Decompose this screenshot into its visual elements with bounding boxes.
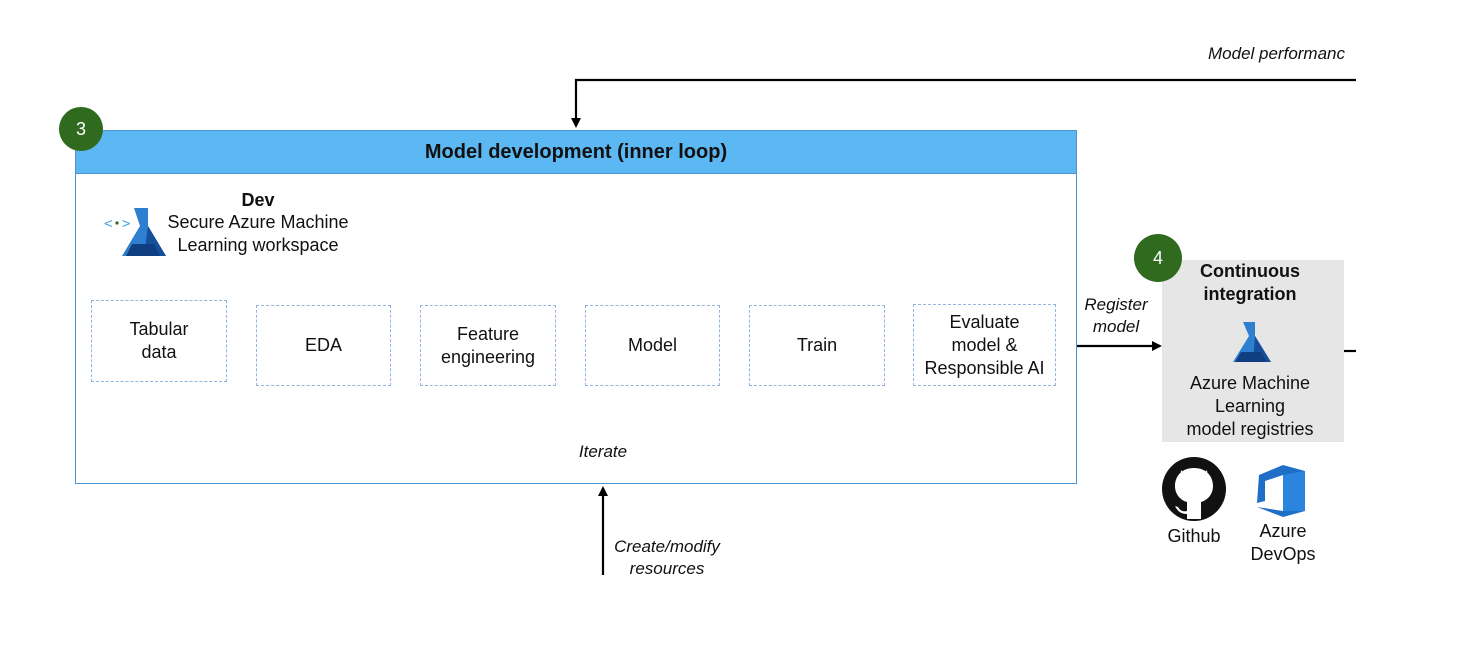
azure-devops-icon (1253, 461, 1311, 517)
azure-ml-workspace-icon: < > (104, 206, 168, 258)
bottom-crop-mask (580, 575, 760, 605)
step-evaluate-line1: Evaluate (949, 311, 1020, 332)
register-model-label: Register model (1076, 294, 1156, 338)
dev-title: Dev (241, 190, 275, 210)
step-tabular-data: Tabular data (91, 300, 227, 382)
model-development-panel: Model development (inner loop) (75, 130, 1077, 484)
github-icon (1161, 456, 1227, 522)
ci-registry-label: Azure Machine Learning model registries (1164, 372, 1336, 441)
register-label-line1: Register (1084, 295, 1148, 314)
azure-ml-registry-icon (1229, 322, 1273, 364)
devops-line2: DevOps (1250, 544, 1316, 564)
step-eda-label: EDA (304, 335, 342, 355)
azure-devops-label: Azure DevOps (1240, 520, 1326, 566)
registry-line3: model registries (1186, 419, 1314, 439)
github-label: Github (1167, 526, 1221, 546)
step-tabular-line2: data (141, 342, 177, 362)
model-performance-label: Model performanc (1208, 44, 1346, 63)
step-badge-4: 4 (1134, 234, 1182, 282)
devops-line1: Azure (1259, 521, 1307, 541)
step-train-label: Train (796, 335, 838, 355)
dev-environment-label: Dev Secure Azure Machine Learning worksp… (160, 189, 356, 257)
svg-text:<: < (104, 216, 112, 232)
registry-line2: Learning (1214, 396, 1286, 416)
step-train: Train (749, 305, 885, 386)
panel-title: Model development (inner loop) (76, 131, 1076, 174)
create-label-line1: Create/modify (614, 537, 720, 556)
registry-line1: Azure Machine (1189, 373, 1311, 393)
ci-title: Continuous integration (1172, 260, 1328, 306)
ci-title-line2: integration (1203, 284, 1297, 304)
dev-subtitle-line2: Learning workspace (177, 235, 339, 255)
step-evaluate-line2: model & (951, 334, 1018, 355)
step-model-label: Model (627, 335, 678, 355)
svg-text:>: > (122, 216, 130, 232)
step-eda: EDA (256, 305, 391, 386)
step-evaluate-line3: Responsible AI (924, 357, 1045, 378)
step-badge-3: 3 (59, 107, 103, 151)
create-modify-label: Create/modify resources (604, 536, 730, 580)
dev-subtitle-line1: Secure Azure Machine (167, 212, 349, 232)
step-feature-line1: Feature (456, 323, 520, 344)
iterate-label: Iterate (578, 442, 628, 461)
ci-title-line1: Continuous (1200, 261, 1300, 281)
performance-feedback-arrow (571, 78, 1356, 128)
create-label-line2: resources (629, 559, 705, 578)
register-label-line2: model (1092, 317, 1140, 336)
step-tabular-line1: Tabular (129, 319, 189, 339)
step-feature-line2: engineering (440, 346, 536, 367)
step-model: Model (585, 305, 720, 386)
